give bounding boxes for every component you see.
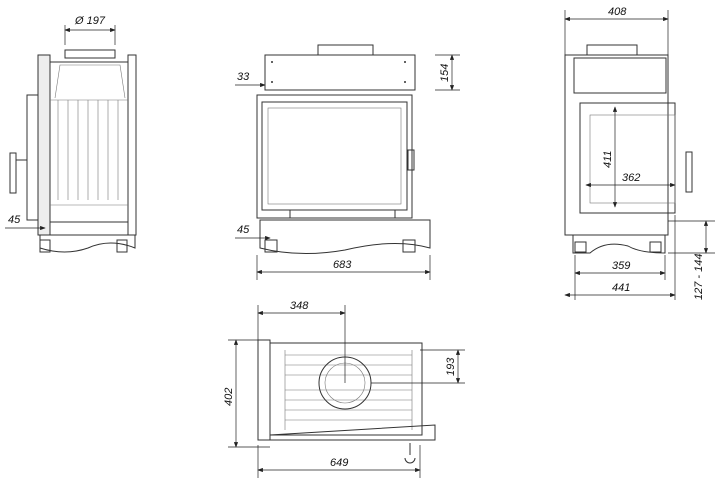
door-profile — [26, 94, 39, 221]
firebox-body — [49, 61, 129, 223]
top-panel — [573, 57, 667, 94]
chimney-collar — [586, 44, 638, 56]
foot-right — [116, 239, 128, 253]
door-handle — [685, 151, 693, 193]
door-handle — [407, 149, 415, 171]
top-panel — [264, 54, 416, 91]
dim-side-front-offset: 45 — [8, 214, 21, 226]
glass-outer — [261, 101, 408, 211]
foot-right — [402, 239, 416, 253]
dim-flue-offset-y: 193 — [445, 357, 457, 376]
front-panel — [257, 339, 271, 441]
dim-top-width: 649 — [330, 457, 348, 469]
glass-inner — [267, 107, 402, 205]
dim-glass-height: 411 — [602, 150, 614, 168]
base — [39, 234, 136, 253]
top-view: 348 193 402 649 — [223, 300, 465, 478]
base — [572, 234, 666, 254]
dim-leg-height: 127 - 144 — [693, 254, 705, 300]
glass — [589, 114, 676, 204]
dim-flue-offset-x: 348 — [290, 300, 309, 312]
handle — [404, 443, 416, 464]
door-edge — [269, 424, 436, 441]
chimney-collar — [317, 44, 374, 56]
base — [259, 219, 431, 255]
dim-feet-spacing: 359 — [612, 260, 630, 272]
dim-right-bottom-width: 441 — [612, 282, 630, 294]
side-view: Ø 197 45 — [5, 15, 137, 253]
dim-right-top-width: 408 — [608, 6, 627, 18]
chimney-collar — [64, 49, 116, 59]
foot-left — [264, 239, 278, 253]
door-frame — [256, 94, 413, 219]
foot-left — [39, 239, 51, 253]
door-frame — [579, 102, 676, 214]
front-panel — [37, 54, 51, 236]
foot-right — [649, 241, 662, 253]
dim-top-height: 154 — [439, 64, 451, 82]
dim-top-offset: 33 — [237, 71, 250, 83]
right-view: 408 411 362 359 441 127 - 144 — [564, 6, 715, 300]
dim-front-width: 683 — [333, 259, 352, 271]
dim-top-depth: 402 — [223, 388, 235, 406]
door-handle — [9, 152, 17, 194]
dim-glass-width: 362 — [622, 172, 640, 184]
front-view: 154 33 45 683 — [235, 44, 460, 280]
back-panel — [127, 54, 137, 236]
air-vent — [289, 209, 396, 219]
firebox-top — [269, 342, 423, 436]
dim-bottom-offset: 45 — [237, 224, 250, 236]
dim-chimney-diameter: Ø 197 — [74, 15, 106, 27]
foot-left — [574, 241, 587, 253]
